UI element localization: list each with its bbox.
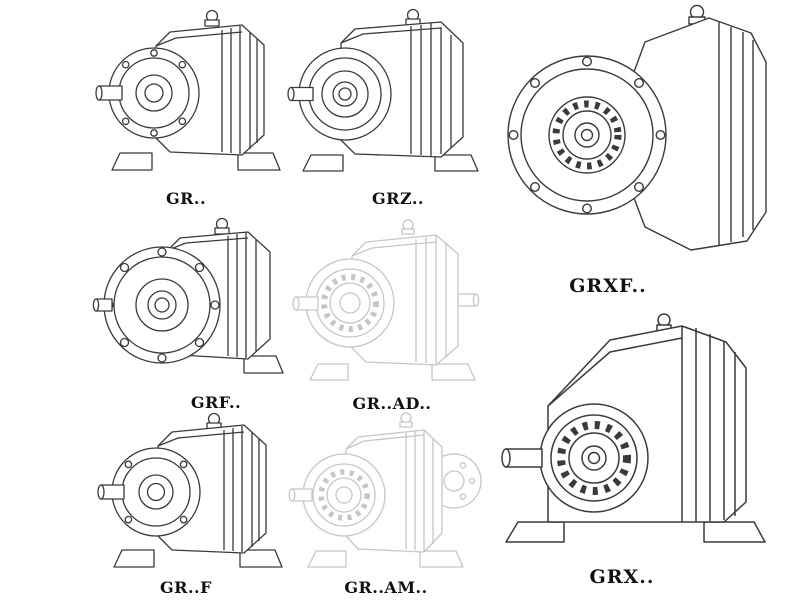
label-gr: GR..: [165, 189, 207, 208]
line-art: [288, 412, 482, 568]
eyebolt: [405, 8, 421, 26]
gearbox-drawing-grz: [287, 8, 479, 172]
label-grx: GRX..: [589, 566, 655, 588]
mounting-feet: [243, 355, 284, 374]
figure-gr: [90, 5, 285, 185]
figure-gr-am: [288, 405, 484, 580]
figure-gr-ad: [288, 212, 484, 394]
gear-hub: [539, 403, 649, 513]
figure-grxf: [495, 0, 795, 270]
label-gr-f: GR..F: [160, 578, 212, 597]
eyebolt: [688, 4, 706, 25]
gearbox-drawing-gr-f: [97, 412, 283, 568]
output-shaft: [287, 86, 314, 102]
mounting-feet: [309, 363, 476, 381]
mounting-feet: [505, 521, 766, 543]
gearbox-drawing-gr-am: [288, 412, 482, 568]
line-art: [95, 9, 281, 171]
input-adapter-shaft: [457, 293, 480, 307]
output-shaft: [97, 484, 125, 500]
gear-hub: [548, 96, 626, 174]
eyebolt: [214, 217, 230, 235]
bearing-housing: [298, 47, 392, 141]
gear-hub: [305, 258, 395, 348]
eyebolt: [204, 9, 220, 27]
gearbox-drawing-gr: [95, 9, 281, 171]
bearing-housing: [108, 47, 200, 139]
gearbox-drawing-grf: [92, 217, 284, 374]
output-shaft: [92, 298, 113, 312]
output-shaft: [95, 85, 123, 101]
output-shaft: [288, 488, 313, 502]
label-grxf: GRXF..: [569, 275, 647, 297]
eyebolt: [399, 412, 413, 428]
figure-grx: [492, 300, 792, 562]
line-art: [287, 8, 479, 172]
bearing-housing: [111, 447, 201, 537]
label-gr-ad: GR..AD..: [352, 394, 432, 413]
eyebolt: [401, 219, 415, 235]
line-art: [92, 217, 284, 374]
mounting-flange: [103, 246, 221, 364]
label-grf: GRF..: [190, 393, 242, 412]
eyebolt: [206, 412, 222, 430]
gearbox-drawing-grxf: [507, 4, 767, 251]
figure-gr-f: [92, 408, 290, 580]
line-art: [292, 219, 480, 381]
gearbox-drawing-gr-ad: [292, 219, 480, 381]
output-shaft: [501, 448, 543, 468]
gear-hub: [302, 453, 386, 537]
figure-grz: [285, 5, 480, 185]
mounting-feet: [307, 550, 464, 568]
mounting-feet: [302, 154, 479, 172]
line-art: [97, 412, 283, 568]
output-shaft: [292, 296, 319, 311]
label-grz: GRZ..: [372, 189, 424, 208]
gearbox-drawing-grx: [501, 313, 766, 543]
mounting-feet: [111, 152, 281, 171]
figure-grf: [92, 212, 290, 390]
mounting-feet: [113, 549, 283, 568]
line-art: [501, 313, 766, 543]
label-gr-am: GR..AM..: [344, 578, 428, 597]
line-art: [507, 4, 767, 251]
